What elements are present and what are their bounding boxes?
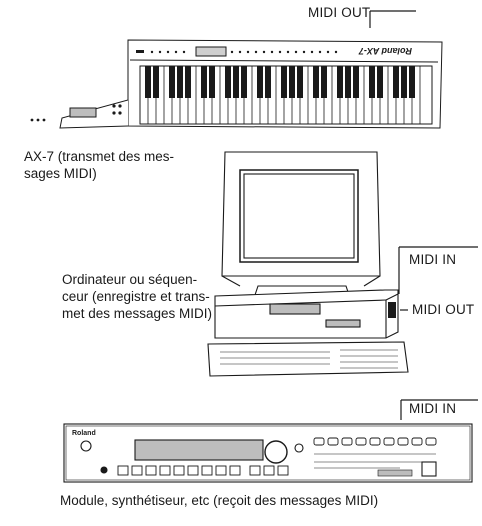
computer-midi-in-label: MIDI IN <box>409 252 457 267</box>
keyboard-illustration <box>30 39 443 129</box>
module-midi-in-label: MIDI IN <box>409 401 457 416</box>
keyboard-caption: AX-7 (transmet des mes- sages MIDI) <box>24 148 174 182</box>
computer-caption: Ordinateur ou séquen- ceur (enregistre e… <box>62 271 212 322</box>
module-midi-in-line <box>400 399 478 420</box>
keyboard-caption-line-2: sages MIDI) <box>24 166 97 181</box>
computer-illustration <box>207 151 409 377</box>
sound-module-illustration <box>63 423 473 483</box>
keyboard-brand-logo: Roland AX-7 <box>358 46 412 56</box>
keyboard-midi-out-label: MIDI OUT <box>308 5 371 20</box>
computer-caption-line-2: ceur (enregistre et trans- <box>62 289 210 304</box>
computer-caption-line-3: met des messages MIDI) <box>62 306 213 321</box>
computer-caption-line-1: Ordinateur ou séquen- <box>62 272 198 287</box>
module-caption: Module, synthétiseur, etc (reçoit des me… <box>60 493 379 508</box>
keyboard-midi-out-line <box>369 10 416 28</box>
keyboard-caption-line-1: AX-7 (transmet des mes- <box>24 149 175 164</box>
computer-midi-out-label: MIDI OUT <box>412 302 475 317</box>
computer-midi-lines <box>398 246 478 311</box>
module-brand-logo: Roland <box>72 430 96 437</box>
